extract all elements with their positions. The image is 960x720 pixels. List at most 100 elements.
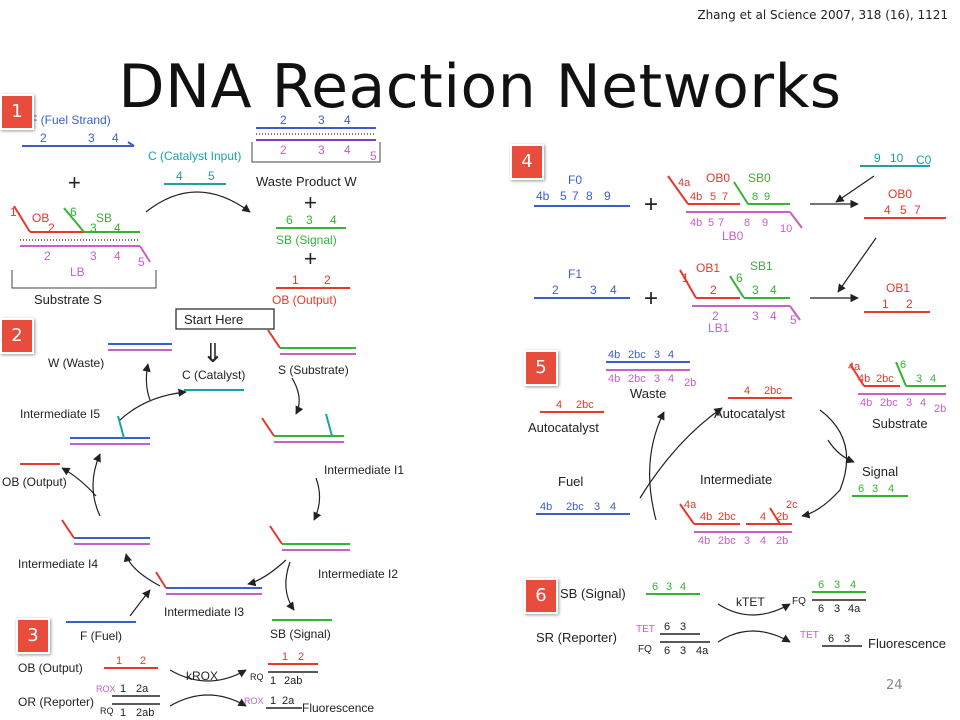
p3-num: 2 [140, 655, 146, 667]
slide-title: DNA Reaction Networks [118, 52, 842, 122]
p3-arrow [169, 669, 247, 682]
p3-ob-label: OB (Output) [18, 661, 83, 675]
p6-num: 3 [834, 603, 840, 615]
p5-num: 4 [668, 373, 674, 385]
p6-num: 4 [680, 581, 686, 593]
ob0-out-label: OB0 [888, 187, 912, 201]
panel-5: 4b 2bc 3 4 4b 2bc 3 4 2b Waste 4 2bc Aut… [528, 349, 946, 547]
substrate-num: 3 [90, 221, 97, 235]
ob1-num: 6 [736, 271, 743, 285]
p5-num: 4b [858, 373, 870, 385]
sb0-overhang [733, 181, 749, 205]
p5-num: 2bc [876, 373, 894, 385]
substrate-num: 2 [44, 249, 51, 263]
catalyst-num: 5 [208, 169, 215, 183]
i4-label: Intermediate I4 [18, 557, 98, 571]
waste-num: 2 [280, 143, 287, 157]
p5-arrow [649, 411, 665, 521]
p5-num: 2bc [566, 501, 584, 513]
start-here-box [175, 308, 275, 330]
p4-arrow [835, 175, 875, 203]
w-label: W (Waste) [48, 356, 104, 370]
lb-tag: LB [70, 265, 85, 279]
ob0-num: 9 [764, 191, 770, 203]
tet-label: TET [800, 630, 819, 641]
start-arrow: ⇓ [202, 338, 224, 368]
panel-badge-5: 5 [524, 350, 558, 386]
citation: Zhang et al Science 2007, 318 (16), 1121 [697, 8, 948, 22]
ob0-out-num: 4 [884, 203, 891, 217]
p3-num: 2ab [136, 707, 154, 719]
p6-num: 6 [818, 579, 824, 591]
p5-num: 4 [920, 397, 926, 409]
f0-num: 4b [536, 189, 550, 203]
ob-output-label: OB (Output) [2, 475, 67, 489]
i5-label: Intermediate I5 [20, 407, 100, 421]
p3-num: 2 [298, 651, 304, 663]
f0-num: 9 [604, 189, 611, 203]
p5-num: 4a [684, 499, 697, 511]
signal-num: 6 [286, 213, 293, 227]
sb-signal-label: SB (Signal) [560, 586, 626, 601]
substrate-label: Substrate [872, 416, 928, 431]
p3-num: 1 [120, 707, 126, 719]
ob1-out-num: 1 [882, 297, 889, 311]
ob0-num: 4b [690, 191, 702, 203]
panel-1: F (Fuel Strand) 2 3 4 C (Catalyst Input)… [10, 113, 381, 307]
cycle-arrow [285, 561, 295, 611]
p5-num: 2b [776, 535, 788, 547]
waste-num: 4 [344, 113, 351, 127]
panel-badge-3: 3 [16, 618, 50, 654]
ob1-out-label: OB1 [886, 281, 910, 295]
ob-overhang [13, 205, 31, 233]
p6-num: 3 [844, 633, 850, 645]
p6-num: 6 [818, 603, 824, 615]
ob1-num: 2 [710, 283, 717, 297]
p4-arrow [837, 237, 877, 293]
substrate-num: 4 [114, 221, 121, 235]
sr-reporter-label: SR (Reporter) [536, 630, 617, 645]
fuel-label: F (Fuel Strand) [30, 113, 111, 127]
p6-arrow [717, 603, 791, 616]
ob0-num: 9 [762, 217, 768, 229]
ob0-num: 5 [708, 217, 714, 229]
substrate-num: 3 [90, 249, 97, 263]
i1-label: Intermediate I1 [324, 463, 404, 477]
ob1-num: 3 [752, 309, 759, 323]
p3-num: 1 [270, 695, 276, 707]
i3-label: Intermediate I3 [164, 605, 244, 619]
cycle-arrow [247, 559, 287, 587]
p5-num: 3 [916, 373, 922, 385]
p5-num: 4 [930, 373, 936, 385]
p6-num: 3 [680, 645, 686, 657]
ob1-num: 4 [770, 309, 777, 323]
p5-num: 4b [860, 397, 872, 409]
p5-arrow [639, 407, 723, 499]
p6-num: 4 [850, 579, 856, 591]
p5-num: 3 [654, 349, 660, 361]
substrate-num: 2 [48, 221, 55, 235]
p5-num: 4b [608, 349, 620, 361]
ob-tag: OB [32, 211, 49, 225]
sb1-label: SB1 [750, 259, 773, 273]
p5-num: 4b [700, 511, 712, 523]
p5-num: 2bc [718, 535, 736, 547]
output-num: 1 [292, 273, 299, 287]
lb0-label: LB0 [722, 229, 744, 243]
ob0-num: 7 [718, 217, 724, 229]
substrate-sb [895, 361, 907, 387]
plus-sign: + [644, 191, 658, 218]
waste-num: 2 [280, 113, 287, 127]
waste-num: 3 [318, 143, 325, 157]
sb-tag: SB [96, 211, 112, 225]
panel-badge-2: 2 [0, 318, 34, 354]
c0-num: 10 [890, 151, 904, 165]
panel-badge-1: 1 [0, 94, 34, 130]
p5-num: 3 [744, 535, 750, 547]
p5-num: 3 [594, 501, 600, 513]
catalyst-label: C (Catalyst Input) [148, 149, 241, 163]
cycle-arrow [142, 363, 151, 401]
fuel-num: 3 [88, 131, 95, 145]
output-num: 2 [324, 273, 331, 287]
fuel-num: 4 [112, 131, 119, 145]
